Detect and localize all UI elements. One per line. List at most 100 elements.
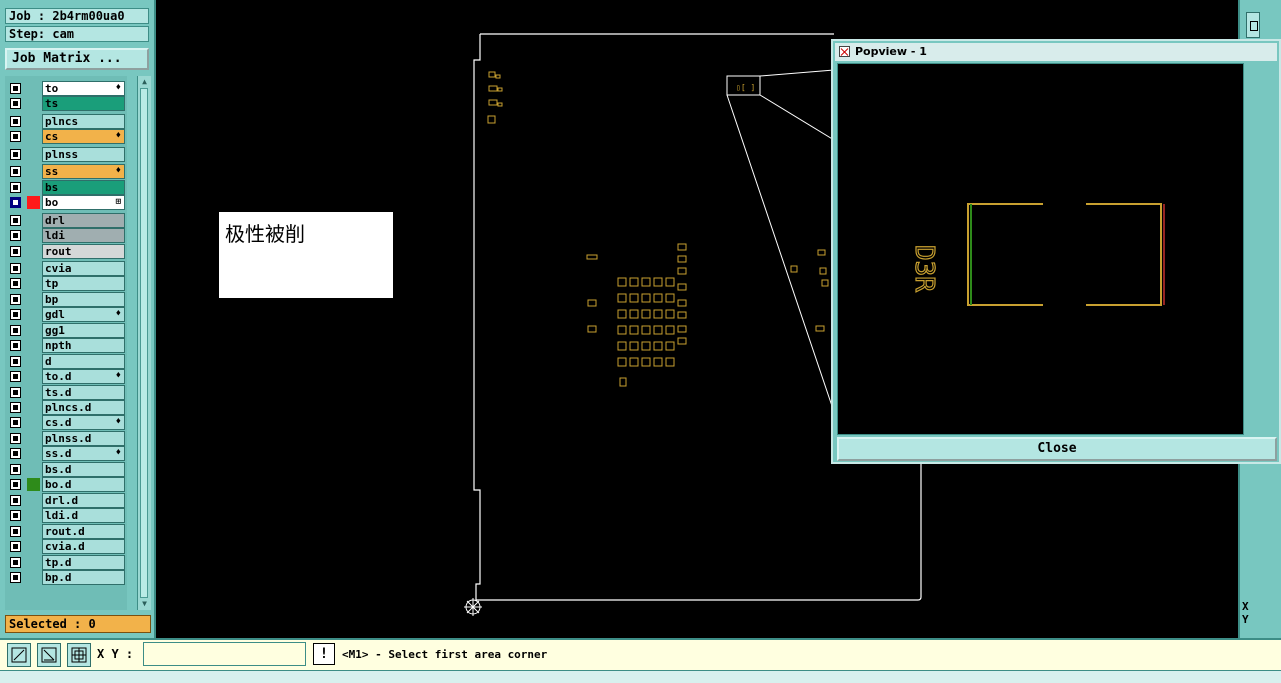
layer-row[interactable]: to.d♦: [5, 369, 127, 385]
layer-row[interactable]: bs.d: [5, 461, 127, 477]
layer-row[interactable]: cvia: [5, 260, 127, 276]
layer-row[interactable]: ts: [5, 96, 127, 112]
layer-name[interactable]: bo.d: [42, 477, 125, 493]
layer-name[interactable]: drl.d: [42, 492, 125, 508]
layer-name[interactable]: bo⊞: [42, 195, 125, 211]
layer-checkbox[interactable]: [10, 166, 21, 178]
layer-checkbox[interactable]: [10, 386, 21, 398]
layer-checkbox[interactable]: [10, 214, 21, 226]
layer-checkbox[interactable]: [10, 448, 21, 460]
layer-name[interactable]: gg1: [42, 322, 125, 338]
layer-checkbox[interactable]: [10, 340, 21, 352]
layer-checkbox[interactable]: [10, 432, 21, 444]
layer-checkbox[interactable]: [10, 262, 21, 274]
layer-name[interactable]: ts.d: [42, 384, 125, 400]
layer-row[interactable]: plnss: [5, 146, 127, 162]
layer-checkbox[interactable]: [10, 148, 21, 160]
layer-row[interactable]: gdl♦: [5, 307, 127, 323]
tool-button-1[interactable]: [1246, 12, 1260, 38]
layer-row[interactable]: drl.d: [5, 492, 127, 508]
layer-name[interactable]: tp: [42, 276, 125, 292]
layer-row[interactable]: npth: [5, 338, 127, 354]
layer-checkbox[interactable]: [10, 309, 21, 321]
layer-row[interactable]: cs♦: [5, 129, 127, 145]
layer-name[interactable]: plnss.d: [42, 430, 125, 446]
layer-checkbox[interactable]: [10, 571, 21, 583]
layer-row[interactable]: to♦: [5, 81, 127, 96]
layer-name[interactable]: bp: [42, 291, 125, 307]
layer-name[interactable]: plnss: [42, 146, 125, 162]
layer-checkbox[interactable]: [10, 494, 21, 506]
layer-row[interactable]: bo.d: [5, 477, 127, 493]
layer-name[interactable]: cs♦: [42, 129, 125, 145]
layer-checkbox[interactable]: [10, 131, 21, 143]
layer-row[interactable]: rout: [5, 243, 127, 259]
layer-name[interactable]: gdl♦: [42, 307, 125, 323]
layer-name[interactable]: cs.d♦: [42, 415, 125, 431]
layer-name[interactable]: to.d♦: [42, 369, 125, 385]
layer-row[interactable]: ss♦: [5, 164, 127, 180]
layer-checkbox[interactable]: [10, 463, 21, 475]
layer-row[interactable]: cvia.d: [5, 539, 127, 555]
layer-checkbox[interactable]: [10, 402, 21, 413]
layer-checkbox[interactable]: [10, 510, 21, 522]
zoom-home-button[interactable]: [67, 643, 91, 667]
layer-row[interactable]: bo⊞: [5, 195, 127, 211]
popview-zoom-view[interactable]: D3R: [837, 63, 1244, 435]
layer-name[interactable]: bp.d: [42, 569, 125, 585]
layer-checkbox[interactable]: [10, 324, 21, 336]
layer-checkbox[interactable]: [10, 181, 21, 193]
layer-name[interactable]: bs: [42, 179, 125, 195]
layer-row[interactable]: ts.d: [5, 384, 127, 400]
layer-row[interactable]: ss.d♦: [5, 446, 127, 462]
layer-row[interactable]: ldi: [5, 228, 127, 244]
layer-row[interactable]: tp: [5, 276, 127, 292]
layer-checkbox[interactable]: [10, 115, 21, 127]
zoom-fit-button[interactable]: [37, 643, 61, 667]
layer-row[interactable]: drl: [5, 212, 127, 228]
layer-checkbox[interactable]: [10, 417, 21, 429]
layer-name[interactable]: ldi.d: [42, 508, 125, 524]
layer-row[interactable]: ldi.d: [5, 508, 127, 524]
job-matrix-button[interactable]: Job Matrix ...: [5, 48, 149, 70]
alert-button[interactable]: !: [313, 643, 335, 665]
layer-name[interactable]: drl: [42, 212, 125, 228]
layer-row[interactable]: bp: [5, 291, 127, 307]
layer-checkbox[interactable]: [10, 541, 21, 553]
layer-name[interactable]: ss♦: [42, 164, 125, 180]
layer-row[interactable]: tp.d: [5, 554, 127, 570]
layer-checkbox[interactable]: [10, 371, 21, 383]
scroll-down-icon[interactable]: ▼: [142, 599, 147, 608]
layer-name[interactable]: ss.d♦: [42, 446, 125, 462]
layer-name[interactable]: tp.d: [42, 554, 125, 570]
layer-checkbox[interactable]: [10, 98, 21, 110]
layer-row[interactable]: d: [5, 353, 127, 369]
layer-name[interactable]: npth: [42, 338, 125, 354]
layer-row[interactable]: bp.d: [5, 569, 127, 585]
layer-checkbox[interactable]: [10, 83, 21, 94]
layer-name[interactable]: ldi: [42, 228, 125, 244]
popview-titlebar[interactable]: Popview - 1: [835, 43, 1277, 61]
layer-name[interactable]: ts: [42, 96, 125, 112]
layer-row[interactable]: rout.d: [5, 523, 127, 539]
layer-checkbox[interactable]: [10, 479, 21, 491]
layer-name[interactable]: plncs.d: [42, 400, 125, 415]
scroll-thumb[interactable]: [140, 88, 148, 598]
layer-name[interactable]: rout: [42, 243, 125, 259]
layer-name[interactable]: cvia: [42, 260, 125, 276]
layer-checkbox[interactable]: [10, 525, 21, 537]
layer-name[interactable]: rout.d: [42, 523, 125, 539]
layer-row[interactable]: plncs.d: [5, 400, 127, 415]
layer-checkbox[interactable]: [10, 556, 21, 568]
layer-name[interactable]: bs.d: [42, 461, 125, 477]
layer-checkbox[interactable]: [10, 293, 21, 305]
layer-row[interactable]: gg1: [5, 322, 127, 338]
layer-row[interactable]: plnss.d: [5, 430, 127, 446]
close-button[interactable]: Close: [837, 437, 1277, 461]
layer-name[interactable]: to♦: [42, 81, 125, 96]
scroll-up-icon[interactable]: ▲: [142, 77, 147, 86]
layer-checkbox[interactable]: [10, 197, 21, 209]
layer-checkbox[interactable]: [10, 230, 21, 242]
zoom-area-button[interactable]: [7, 643, 31, 667]
layer-checkbox[interactable]: [10, 245, 21, 257]
